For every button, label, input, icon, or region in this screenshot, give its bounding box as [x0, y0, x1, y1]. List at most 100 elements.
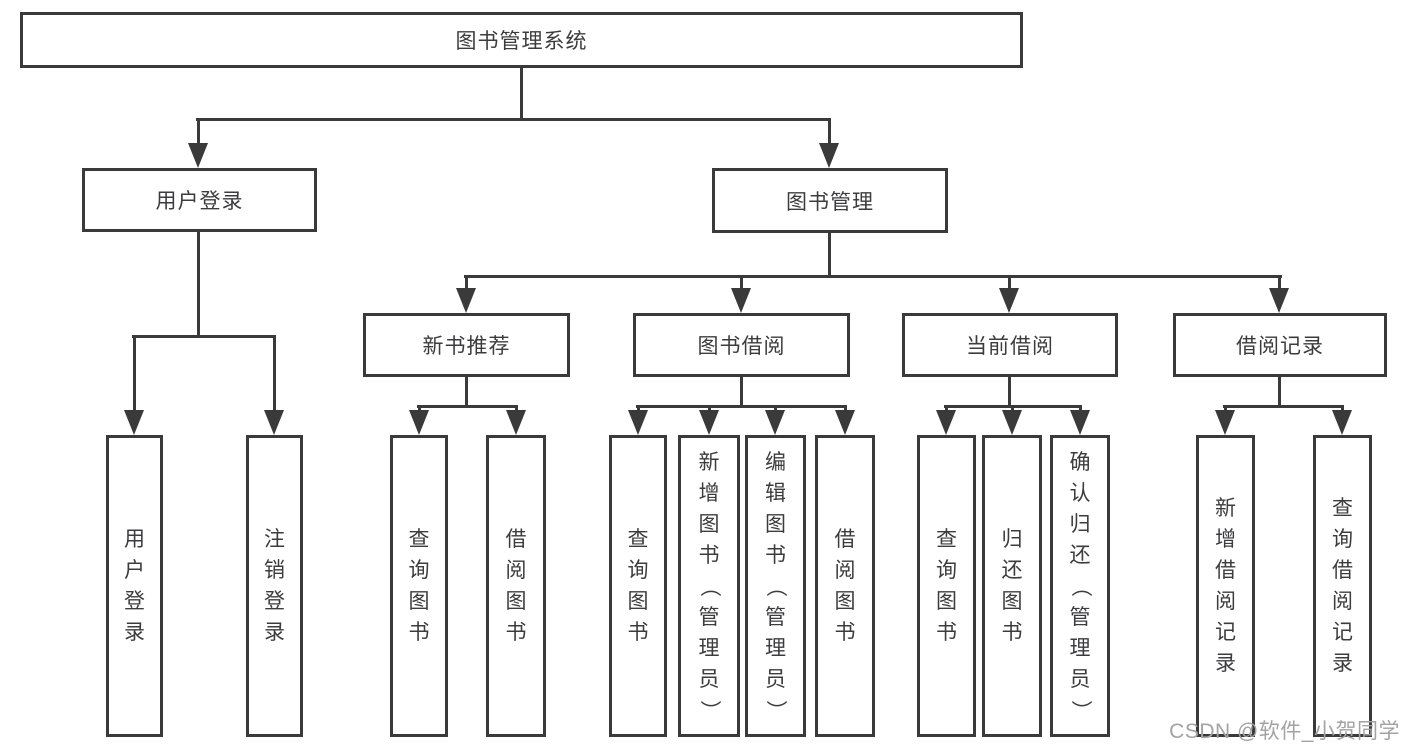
leaf-query-book-borrow: 查询图书: [609, 435, 667, 737]
leaf-confirm-return-admin: 确认归还（管理员）: [1050, 435, 1110, 737]
arrow-down-icon: [936, 410, 956, 435]
node-root-label: 图书管理系统: [455, 30, 588, 53]
leaf-query-book-recommend: 查询图书: [390, 435, 448, 737]
arrow-down-icon: [188, 143, 208, 168]
vertical-char: 注: [264, 528, 285, 551]
vertical-char: ）: [764, 699, 787, 721]
vertical-char: 理: [765, 636, 786, 660]
leaf-add-book-admin-label: 新增图书（管理员）: [698, 447, 721, 726]
arrow-down-icon: [1332, 410, 1352, 435]
vertical-char: 员: [765, 667, 786, 691]
arrow-down-icon: [506, 410, 526, 435]
vertical-char: 借: [834, 528, 856, 551]
connector-line: [1278, 375, 1281, 408]
leaf-logout: 注销登录: [246, 435, 303, 737]
vertical-char: 销: [264, 559, 285, 582]
connector-line: [197, 119, 200, 150]
vertical-char: 书: [936, 621, 957, 644]
leaf-query-book-current: 查询图书: [917, 435, 976, 737]
vertical-char: 理: [698, 636, 720, 660]
vertical-char: 增: [1215, 528, 1236, 551]
vertical-char: 归: [1001, 528, 1023, 551]
connector-line: [828, 231, 831, 278]
connector-line: [132, 335, 276, 338]
arrow-down-icon: [456, 288, 476, 313]
node-user-login-label: 用户登录: [155, 190, 244, 213]
vertical-char: （: [697, 575, 721, 597]
vertical-char: 书: [765, 543, 786, 567]
vertical-char: 查: [1332, 497, 1353, 520]
node-root-system: 图书管理系统: [20, 12, 1023, 68]
leaf-query-borrow-record-label: 查询借阅记录: [1332, 493, 1353, 679]
vertical-char: 管: [1069, 605, 1091, 629]
vertical-char: 管: [698, 605, 720, 629]
vertical-char: 借: [1332, 559, 1353, 582]
node-new-book-recommend: 新书推荐: [363, 313, 570, 377]
vertical-char: 图: [505, 590, 527, 613]
leaf-query-book-borrow-label: 查询图书: [628, 524, 649, 648]
vertical-char: （: [1068, 575, 1092, 597]
vertical-char: 记: [1332, 621, 1353, 644]
vertical-char: 书: [505, 621, 527, 644]
connector-line: [465, 375, 468, 408]
leaf-user-login-label: 用户登录: [124, 524, 145, 648]
connector-line: [1008, 375, 1011, 408]
vertical-char: 图: [698, 512, 720, 536]
vertical-char: 登: [124, 590, 145, 613]
vertical-char: 增: [698, 481, 720, 505]
leaf-borrow-book-recommend-label: 借阅图书: [506, 524, 527, 648]
vertical-char: ）: [697, 699, 721, 721]
arrow-down-icon: [409, 410, 429, 435]
vertical-char: 认: [1069, 481, 1091, 505]
connector-line: [1008, 276, 1011, 295]
leaf-add-borrow-record-label: 新增借阅记录: [1215, 493, 1236, 679]
connector-line: [273, 336, 276, 417]
arrow-down-icon: [819, 143, 839, 168]
vertical-char: 员: [1069, 667, 1091, 691]
vertical-char: 询: [936, 559, 957, 582]
vertical-char: 阅: [505, 559, 527, 582]
vertical-char: 录: [1215, 652, 1236, 675]
leaf-edit-book-admin: 编辑图书（管理员）: [745, 435, 806, 737]
node-book-borrow-label: 图书借阅: [697, 335, 786, 358]
vertical-char: 登: [264, 590, 285, 613]
connector-line: [465, 276, 468, 295]
connector-line: [1278, 276, 1281, 295]
arrow-down-icon: [628, 410, 648, 435]
vertical-char: 新: [1215, 497, 1236, 520]
vertical-char: 录: [124, 621, 145, 644]
vertical-char: ）: [1068, 699, 1092, 721]
vertical-char: 书: [408, 621, 430, 644]
leaf-add-borrow-record: 新增借阅记录: [1196, 435, 1255, 737]
arrow-down-icon: [1070, 410, 1090, 435]
leaf-add-book-admin: 新增图书（管理员）: [678, 435, 740, 737]
connector-line: [740, 375, 743, 408]
vertical-char: 用: [124, 528, 145, 551]
arrow-down-icon: [999, 288, 1019, 313]
node-book-management-label: 图书管理: [786, 190, 874, 214]
vertical-char: 图: [936, 590, 957, 613]
vertical-char: 确: [1069, 450, 1091, 474]
arrow-down-icon: [1215, 410, 1235, 435]
vertical-char: 图: [834, 590, 856, 613]
leaf-logout-label: 注销登录: [264, 524, 285, 648]
arrow-down-icon: [765, 410, 785, 435]
leaf-edit-book-admin-label: 编辑图书（管理员）: [764, 447, 787, 726]
vertical-char: 查: [936, 528, 957, 551]
node-book-borrow: 图书借阅: [633, 313, 850, 377]
vertical-char: （: [764, 575, 787, 597]
arrow-down-icon: [124, 410, 144, 435]
leaf-confirm-return-admin-label: 确认归还（管理员）: [1069, 447, 1092, 726]
leaf-user-login: 用户登录: [106, 435, 163, 737]
arrow-down-icon: [731, 288, 751, 313]
connector-line: [464, 275, 1282, 278]
vertical-char: 阅: [1332, 590, 1353, 613]
connector-line: [1223, 405, 1344, 408]
vertical-char: 图: [765, 512, 786, 536]
vertical-char: 新: [698, 450, 720, 474]
leaf-query-book-recommend-label: 查询图书: [409, 524, 430, 648]
vertical-char: 还: [1069, 543, 1091, 567]
connector-line: [636, 405, 847, 408]
node-current-borrow-label: 当前借阅: [966, 335, 1054, 358]
